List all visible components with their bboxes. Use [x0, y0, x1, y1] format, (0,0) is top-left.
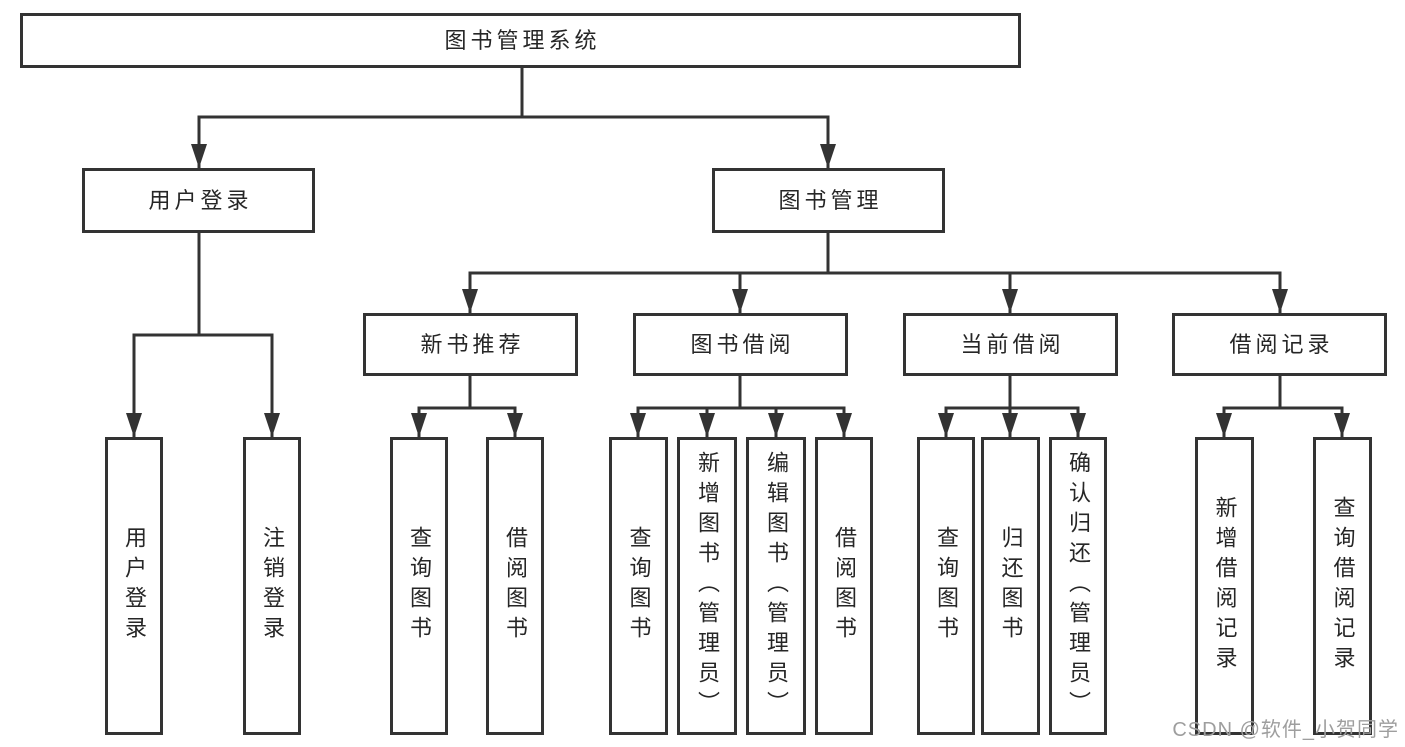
node-label: 图书管理: [778, 187, 883, 213]
node-label: 查询图书: [407, 526, 432, 646]
connector-borrow-rail: [636, 374, 846, 410]
node-borrow-record: 借阅记录: [1172, 313, 1387, 376]
node-label: 新书推荐: [420, 331, 525, 357]
watermark: CSDN @软件_小贺同学: [1172, 719, 1399, 741]
node-label: 查询图书: [934, 526, 959, 646]
node-label: 查询借阅记录: [1330, 496, 1356, 676]
connector-rec-rail: [417, 374, 517, 410]
node-root-label: 图书管理系统: [444, 27, 601, 53]
node-label: 编辑图书（管理员）: [764, 451, 789, 721]
node-leaf-add-book-admin: 新增图书（管理员）: [677, 437, 737, 735]
connector-current-rail: [944, 374, 1080, 410]
node-leaf-query-books-2: 查询图书: [609, 437, 668, 735]
connector-book-rail: [468, 231, 1282, 275]
node-leaf-logout: 注销登录: [243, 437, 301, 735]
node-leaf-query-borrow-record: 查询借阅记录: [1313, 437, 1372, 735]
node-label: 新增借阅记录: [1212, 496, 1238, 676]
node-new-book-recommend: 新书推荐: [363, 313, 578, 376]
connector-root-rail: [197, 66, 830, 119]
node-label: 归还图书: [998, 526, 1024, 646]
node-label: 查询图书: [626, 526, 652, 646]
node-user-login: 用户登录: [82, 168, 315, 233]
node-label: 当前借阅: [960, 331, 1065, 357]
node-label: 借阅图书: [832, 526, 857, 646]
node-label: 新增图书（管理员）: [695, 451, 720, 721]
node-label: 用户登录: [122, 526, 147, 646]
node-label: 借阅图书: [503, 526, 528, 646]
node-label: 借阅记录: [1229, 331, 1334, 357]
node-leaf-edit-book-admin: 编辑图书（管理员）: [746, 437, 806, 735]
node-leaf-query-books-3: 查询图书: [917, 437, 975, 735]
node-leaf-borrow-books-2: 借阅图书: [815, 437, 873, 735]
node-leaf-query-books: 查询图书: [390, 437, 448, 735]
node-leaf-return-book: 归还图书: [981, 437, 1040, 735]
node-book-borrow: 图书借阅: [633, 313, 848, 376]
node-leaf-user-login: 用户登录: [105, 437, 163, 735]
node-current-borrow: 当前借阅: [903, 313, 1118, 376]
connector-user-rail: [132, 231, 274, 337]
node-label: 图书借阅: [690, 331, 795, 357]
node-label: 注销登录: [260, 526, 285, 646]
node-leaf-borrow-books: 借阅图书: [486, 437, 544, 735]
node-leaf-add-borrow-record: 新增借阅记录: [1195, 437, 1254, 735]
connector-record-rail: [1222, 374, 1344, 410]
node-label: 用户登录: [148, 187, 253, 213]
node-leaf-confirm-return-admin: 确认归还（管理员）: [1049, 437, 1107, 735]
node-root: 图书管理系统: [20, 13, 1021, 68]
node-book-management: 图书管理: [712, 168, 945, 233]
node-label: 确认归还（管理员）: [1066, 451, 1091, 721]
